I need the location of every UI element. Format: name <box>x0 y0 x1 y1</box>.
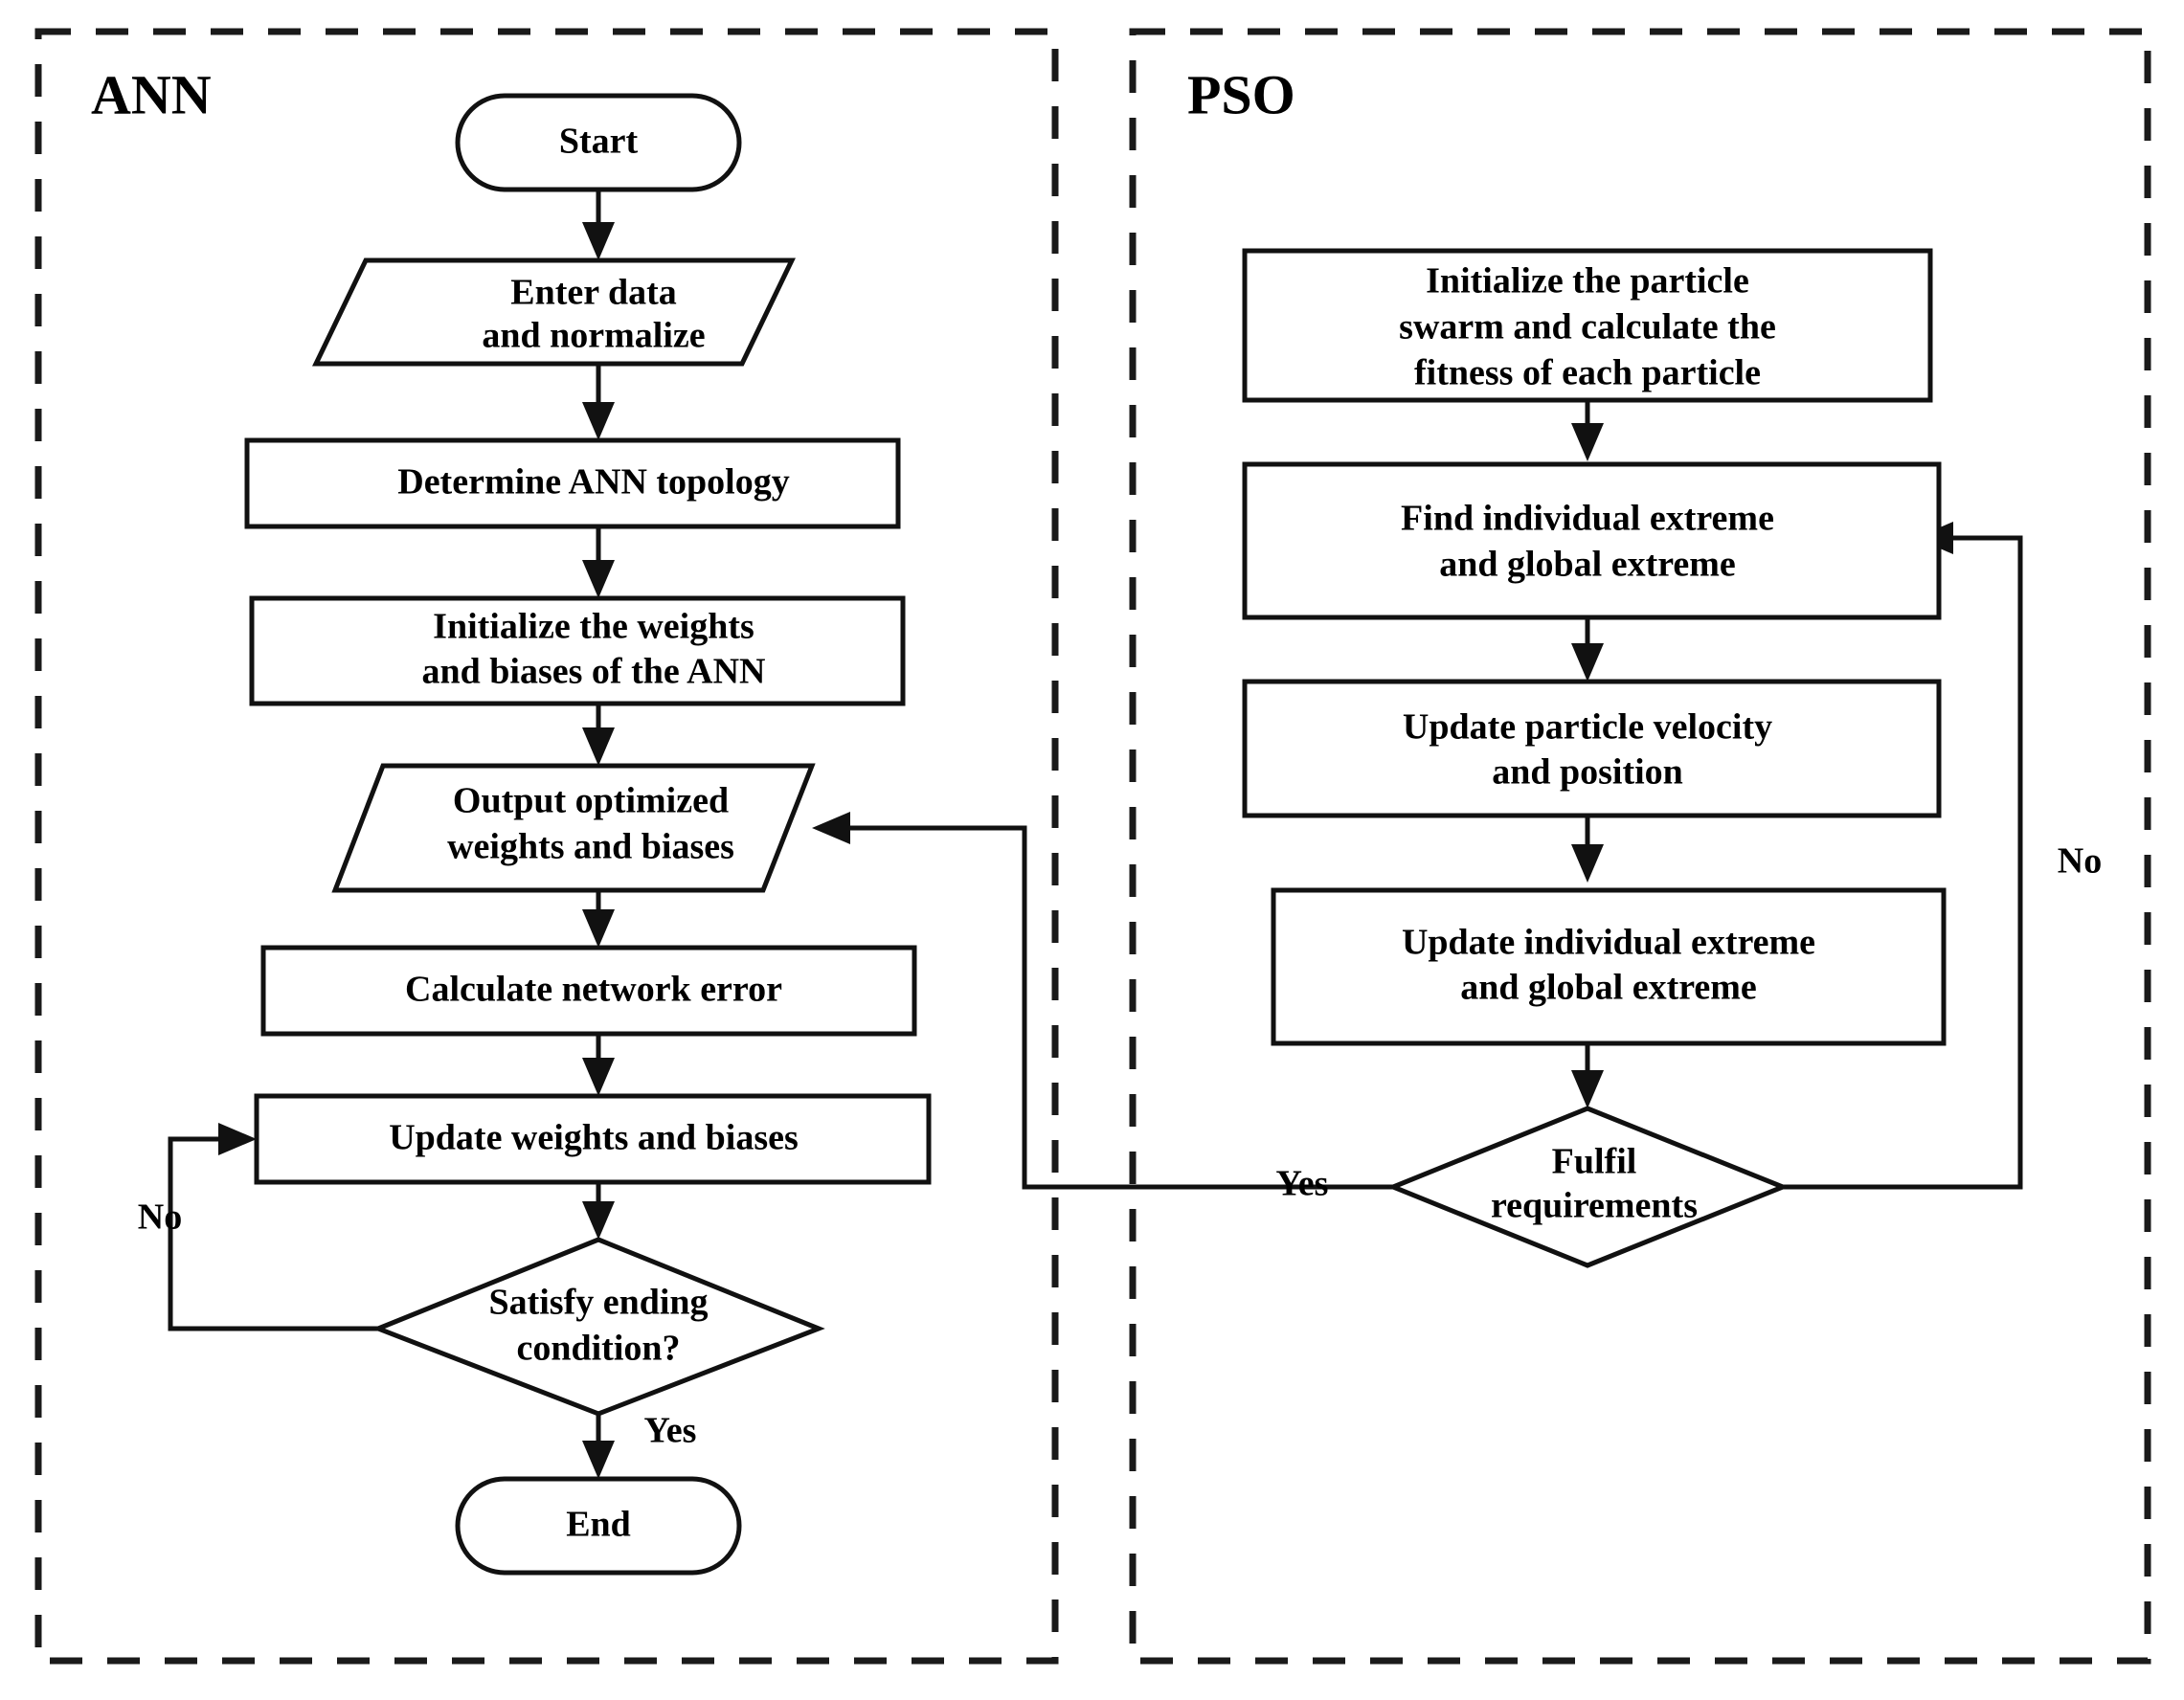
node-initialize-swarm-line3: fitness of each particle <box>1414 353 1761 393</box>
arrowhead-no-loop-ann <box>218 1123 257 1155</box>
node-find-extreme-line2: and global extreme <box>1439 545 1736 585</box>
node-initialize-swarm[interactable] <box>1242 248 1933 403</box>
arrowhead-update-weights <box>582 1058 615 1096</box>
edge-label-ann-no: No <box>138 1197 182 1238</box>
node-enter-data-line2: and normalize <box>482 316 705 356</box>
node-fulfil-requirements-line2: requirements <box>1491 1186 1698 1226</box>
node-update-weights[interactable] <box>254 1093 932 1185</box>
node-end-label: End <box>566 1505 631 1545</box>
node-start[interactable] <box>455 93 742 192</box>
edge-no-loop-ann <box>168 1136 378 1331</box>
node-output-optimized[interactable] <box>331 763 816 893</box>
node-fulfil-requirements-line1: Fulfil <box>1552 1142 1637 1182</box>
panel-title-pso: PSO <box>1187 63 1295 125</box>
arrowhead-end <box>582 1441 615 1479</box>
arrowhead-enter-data <box>582 222 615 260</box>
arrowhead-find-extreme <box>1571 423 1604 461</box>
node-end[interactable] <box>455 1476 742 1576</box>
arrowhead-output-optimized <box>582 727 615 766</box>
node-satisfy-condition-line2: condition? <box>516 1329 680 1369</box>
node-update-velocity[interactable] <box>1242 679 1942 818</box>
edge-no-branch-pso <box>1783 535 2023 1190</box>
panel-title-ann: ANN <box>91 63 212 125</box>
node-start-label: Start <box>559 122 639 162</box>
arrowhead-topology <box>582 402 615 440</box>
node-satisfy-condition[interactable] <box>372 1237 825 1417</box>
arrowhead-update-extreme <box>1571 844 1604 883</box>
node-determine-topology[interactable] <box>244 437 901 529</box>
node-update-velocity-line2: and position <box>1492 752 1683 793</box>
arrowhead-init-weights <box>582 560 615 598</box>
node-update-extreme-line2: and global extreme <box>1460 968 1757 1008</box>
node-update-extreme[interactable] <box>1271 887 1947 1046</box>
node-calculate-error-label: Calculate network error <box>405 970 782 1010</box>
edge-label-ann-yes: Yes <box>644 1411 697 1451</box>
node-find-extreme-line1: Find individual extreme <box>1401 499 1774 539</box>
node-initialize-swarm-line2: swarm and calculate the <box>1399 307 1776 347</box>
arrowhead-calc-error <box>582 909 615 948</box>
arrowhead-fulfil <box>1571 1070 1604 1108</box>
node-output-optimized-line2: weights and biases <box>447 827 734 867</box>
edge-label-pso-yes: Yes <box>1276 1164 1329 1204</box>
node-enter-data-line1: Enter data <box>510 273 676 313</box>
node-initialize-swarm-line1: Initialize the particle <box>1426 261 1749 302</box>
edge-yes-branch-pso-to-ann <box>843 825 1393 1190</box>
node-initialize-weights-line1: Initialize the weights <box>433 607 754 647</box>
node-enter-data[interactable] <box>312 257 796 367</box>
node-satisfy-condition-line1: Satisfy ending <box>488 1283 708 1323</box>
arrowhead-update-velocity <box>1571 643 1604 682</box>
node-determine-topology-label: Determine ANN topology <box>397 462 789 503</box>
arrowhead-yes-branch <box>812 812 850 844</box>
node-output-optimized-line1: Output optimized <box>453 781 729 821</box>
node-update-extreme-line1: Update individual extreme <box>1402 923 1815 963</box>
node-update-weights-label: Update weights and biases <box>389 1118 799 1158</box>
node-find-extreme[interactable] <box>1242 461 1942 620</box>
edge-label-pso-no: No <box>2058 841 2102 882</box>
node-initialize-weights-line2: and biases of the ANN <box>422 652 766 692</box>
arrowhead-satisfy <box>582 1201 615 1240</box>
node-fulfil-requirements[interactable] <box>1386 1106 1790 1268</box>
node-calculate-error[interactable] <box>260 945 917 1037</box>
node-update-velocity-line1: Update particle velocity <box>1403 707 1772 748</box>
node-initialize-weights[interactable] <box>249 595 906 706</box>
